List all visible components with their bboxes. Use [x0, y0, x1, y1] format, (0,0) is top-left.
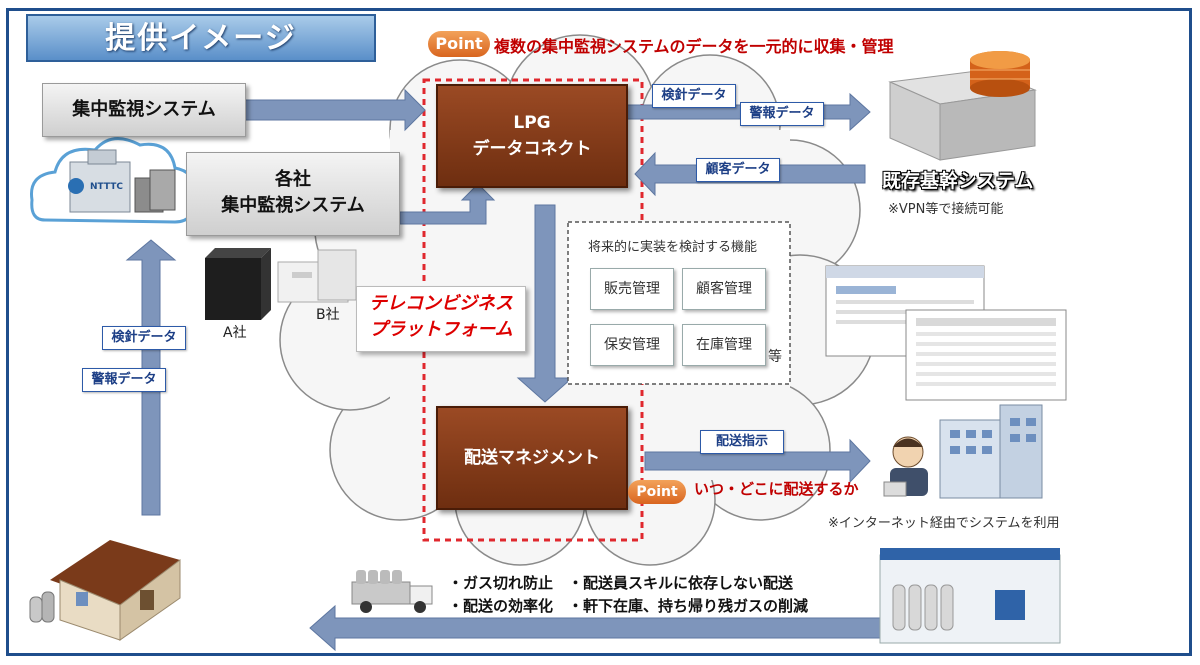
tag-alarm-data-top: 警報データ — [740, 102, 824, 126]
company-monitoring-line1: 各社 — [275, 169, 311, 190]
internet-usage-note: ※インターネット経由でシステムを利用 — [828, 516, 1060, 531]
data-center-sign: NTTTC — [90, 182, 123, 192]
benefits-list: ・ガス切れ防止 ・配送員スキルに依存しない配送 ・配送の効率化 ・軒下在庫、持ち… — [448, 572, 808, 618]
core-system-note: ※VPN等で接続可能 — [888, 202, 1004, 217]
future-functions-etc: 等 — [768, 349, 782, 365]
company-b-label: B社 — [316, 307, 340, 323]
arrow-lpg-to-delivery — [516, 204, 574, 403]
tag-meter-data-left: 検針データ — [102, 326, 186, 350]
telecon-business-platform: テレコンビジネス プラットフォーム — [356, 286, 526, 352]
benefit-line-2: ・配送の効率化 ・軒下在庫、持ち帰り残ガスの削減 — [448, 597, 809, 615]
tag-delivery-instruction: 配送指示 — [700, 430, 784, 454]
core-system-label: 既存基幹システム — [882, 170, 1034, 192]
company-b-server-icon — [277, 249, 357, 303]
house-icon — [29, 540, 181, 641]
platform-line1: テレコンビジネス — [369, 293, 513, 314]
benefit-line-1: ・ガス切れ防止 ・配送員スキルに依存しない配送 — [448, 574, 794, 592]
tag-meter-data-top: 検針データ — [652, 84, 736, 108]
central-monitoring-box: 集中監視システム — [42, 83, 246, 137]
company-monitoring-line2: 集中監視システム — [221, 195, 365, 216]
function-safety-management: 保安管理 — [590, 324, 674, 366]
point-text-2: いつ・どこに配送するか — [694, 480, 859, 498]
function-inventory-management: 在庫管理 — [682, 324, 766, 366]
function-customer-management: 顧客管理 — [682, 268, 766, 310]
office-building-icon — [939, 404, 1043, 499]
function-sales-management: 販売管理 — [590, 268, 674, 310]
point-text-1: 複数の集中監視システムのデータを一元的に収集・管理 — [494, 37, 894, 56]
gas-depot-icon — [879, 548, 1061, 644]
data-center-cloud-icon — [29, 137, 197, 224]
delivery-truck-icon — [351, 570, 433, 613]
lpg-line2: データコネクト — [472, 139, 592, 159]
point-badge-2: Point — [628, 480, 686, 504]
arrow-central-to-lpg — [244, 88, 426, 132]
arrow-company-to-lpg — [399, 183, 496, 225]
company-monitoring-box: 各社 集中監視システム — [186, 152, 400, 236]
arrow-bottom-return — [309, 604, 881, 652]
tag-customer-data: 顧客データ — [696, 158, 780, 182]
lpg-data-connect-box: LPG データコネクト — [436, 84, 628, 188]
delivery-management-box: 配送マネジメント — [436, 406, 628, 510]
company-a-label: A社 — [223, 325, 247, 341]
operator-person-icon — [883, 436, 928, 497]
lpg-line1: LPG — [513, 113, 551, 133]
point-badge-1: Point — [428, 31, 490, 57]
platform-line2: プラットフォーム — [369, 319, 513, 340]
company-a-server-icon — [205, 248, 271, 320]
arrow-delivery-to-office — [644, 438, 871, 484]
title-badge: 提供イメージ — [26, 14, 376, 62]
core-server-icon — [888, 51, 1037, 161]
future-functions-title: 将来的に実装を検討する機能 — [588, 240, 758, 255]
tag-alarm-data-left: 警報データ — [82, 368, 166, 392]
report-documents-icon — [825, 265, 1067, 401]
